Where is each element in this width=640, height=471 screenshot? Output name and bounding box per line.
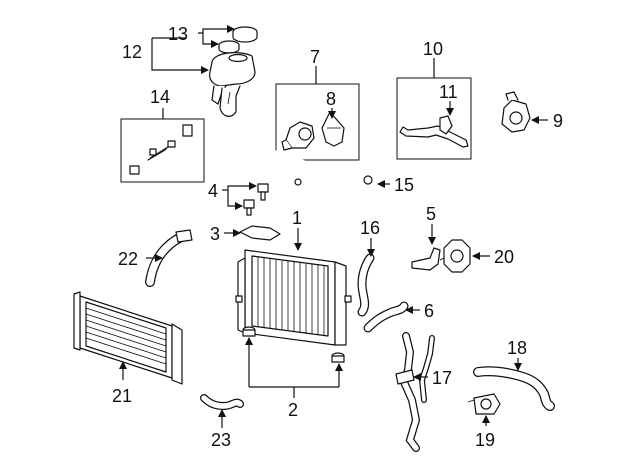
callout-18: 18 <box>507 338 527 358</box>
callout-23: 23 <box>211 430 231 450</box>
callout-9: 9 <box>553 111 563 131</box>
callout-20: 20 <box>494 247 514 267</box>
bracket-part-3 <box>239 225 281 241</box>
callout-12: 12 <box>122 42 142 62</box>
hose-part-6 <box>363 301 409 333</box>
callout-labels: 13 12 14 7 8 10 11 9 15 4 3 1 16 5 20 22… <box>112 24 563 450</box>
coolant-pipe-part <box>399 115 469 148</box>
callout-2: 2 <box>288 400 298 420</box>
callout-3: 3 <box>210 224 220 244</box>
callout-7: 7 <box>310 47 320 67</box>
reservoir-cap-part <box>218 26 258 54</box>
callout-15: 15 <box>394 175 414 195</box>
callout-4: 4 <box>208 181 218 201</box>
callout-8: 8 <box>326 89 336 109</box>
hose-part-23 <box>200 394 244 411</box>
outlet-housing-part-20 <box>439 239 471 273</box>
thermostat-housing-part <box>281 121 315 151</box>
water-pump-part <box>501 91 531 133</box>
hose-part-16 <box>357 253 375 317</box>
radiator-part <box>235 249 352 346</box>
coolant-reservoir-part <box>209 52 256 117</box>
bolt-parts-4 <box>243 183 269 216</box>
bracket-parts-14 <box>129 124 193 175</box>
callout-17: 17 <box>432 368 452 388</box>
condenser-part <box>73 291 183 385</box>
valve-part-19 <box>467 393 501 415</box>
callout-19: 19 <box>475 430 495 450</box>
radiator-caps-part-2 <box>242 326 345 363</box>
callout-1: 1 <box>292 208 302 228</box>
leader-lines <box>119 25 548 428</box>
coolant-pipe-part-17 <box>395 332 435 452</box>
bypass-hose-part <box>242 143 376 187</box>
callout-11: 11 <box>439 82 458 102</box>
callout-22: 22 <box>118 249 138 269</box>
callout-14: 14 <box>150 87 170 107</box>
fitting-part-5 <box>411 247 441 271</box>
hose-part-22 <box>145 229 193 287</box>
hose-part-18 <box>473 366 555 411</box>
callout-10: 10 <box>423 39 443 59</box>
callout-5: 5 <box>426 204 436 224</box>
callout-16: 16 <box>360 218 380 238</box>
thermostat-part <box>321 111 345 147</box>
callout-6: 6 <box>424 301 434 321</box>
box-10 <box>396 77 472 160</box>
callout-21: 21 <box>112 386 132 406</box>
callout-13: 13 <box>168 24 188 44</box>
